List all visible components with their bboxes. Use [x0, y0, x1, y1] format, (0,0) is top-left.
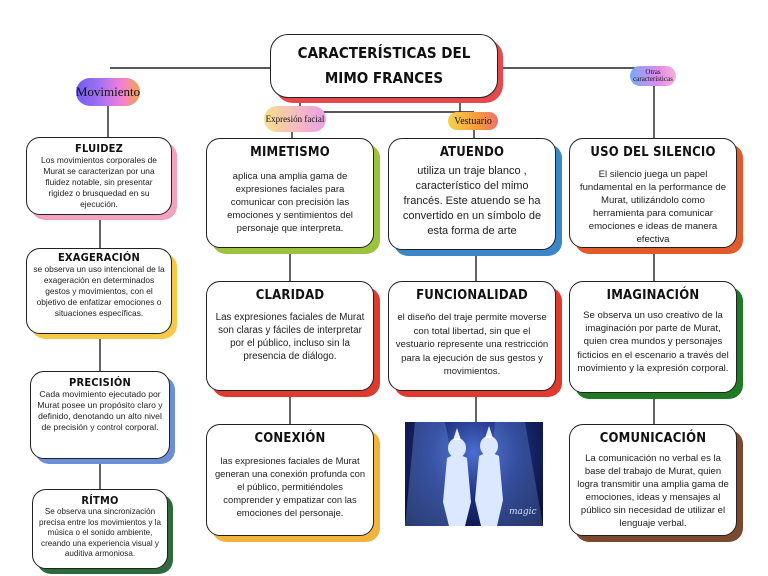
card-precision: PRECISIÓN Cada movimiento ejecutado por …: [30, 371, 170, 459]
card-conexion-title: CONEXIÓN: [254, 431, 326, 446]
card-ritmo-body: Se observa una sincronización precisa en…: [39, 507, 161, 558]
card-funcionalidad-body: el diseño del traje permite moverse con …: [395, 312, 549, 377]
card-exageracion: EXAGERACIÓN se observa un uso intenciona…: [26, 248, 172, 334]
card-precision-body: Cada movimiento ejecutado por Murat pose…: [37, 389, 163, 432]
card-fluidez-body: Los movimientos corporales de Murat se c…: [41, 155, 157, 209]
card-conexion-body: las expresiones faciales de Murat genera…: [214, 455, 366, 518]
card-conexion: CONEXIÓN las expresiones faciales de Mur…: [206, 424, 374, 536]
card-mimetismo-title: MIMETISMO: [250, 145, 330, 160]
card-exageracion-title: EXAGERACIÓN: [57, 251, 141, 264]
mime-photo: magic: [405, 422, 543, 526]
branch-vestuario: Vestuario: [448, 112, 498, 130]
card-fluidez: FLUIDEZ Los movimientos corporales de Mu…: [26, 137, 172, 215]
card-imaginacion-body: Se observa un uso creativo de la imagina…: [577, 310, 729, 374]
card-funcionalidad: FUNCIONALIDAD el diseño del traje permit…: [388, 281, 556, 391]
branch-movimiento: Movimiento: [76, 78, 140, 106]
card-silencio: USO DEL SILENCIO El silencio juega un pa…: [569, 138, 737, 248]
card-claridad: CLARIDAD Las expresiones faciales de Mur…: [206, 281, 374, 391]
card-atuendo-body: utiliza un traje blanco , característico…: [402, 165, 542, 237]
card-imaginacion-title: IMAGINACIÓN: [606, 288, 700, 303]
photo-caption: magic: [509, 507, 537, 517]
card-funcionalidad-title: FUNCIONALIDAD: [416, 288, 528, 303]
card-precision-title: PRECISIÓN: [69, 376, 131, 389]
card-comunicacion-body: La comunicación no verbal es la base del…: [577, 453, 729, 529]
card-imaginacion: IMAGINACIÓN Se observa un uso creativo d…: [569, 281, 737, 393]
card-mimetismo: MIMETISMO aplica una amplia gama de expr…: [206, 138, 374, 248]
main-title-card: CARACTERÍSTICAS DEL MIMO FRANCES: [270, 34, 498, 98]
card-exageracion-body: se observa un uso intencional de la exag…: [33, 264, 165, 318]
card-silencio-title: USO DEL SILENCIO: [590, 145, 716, 160]
card-ritmo: RÍTMO Se observa una sincronización prec…: [32, 489, 168, 569]
card-claridad-body: Las expresiones faciales de Murat son cl…: [215, 312, 365, 362]
mime-figures-image: magic: [405, 422, 543, 526]
card-atuendo: ATUENDO utiliza un traje blanco , caract…: [388, 138, 556, 250]
card-claridad-title: CLARIDAD: [255, 288, 325, 303]
card-comunicacion: COMUNICACIÓN La comunicación no verbal e…: [569, 424, 737, 536]
branch-expresion-facial: Expresión facial: [264, 106, 326, 132]
card-comunicacion-title: COMUNICACIÓN: [599, 431, 707, 446]
card-mimetismo-body: aplica una amplia gama de expresiones fa…: [227, 171, 353, 234]
main-title: CARACTERÍSTICAS DEL MIMO FRANCES: [297, 44, 471, 87]
card-fluidez-title: FLUIDEZ: [75, 142, 123, 155]
card-silencio-body: El silencio juega un papel fundamental e…: [579, 169, 727, 245]
branch-otras: Otras características: [630, 66, 676, 86]
card-ritmo-title: RÍTMO: [81, 494, 119, 507]
card-atuendo-title: ATUENDO: [439, 145, 505, 160]
